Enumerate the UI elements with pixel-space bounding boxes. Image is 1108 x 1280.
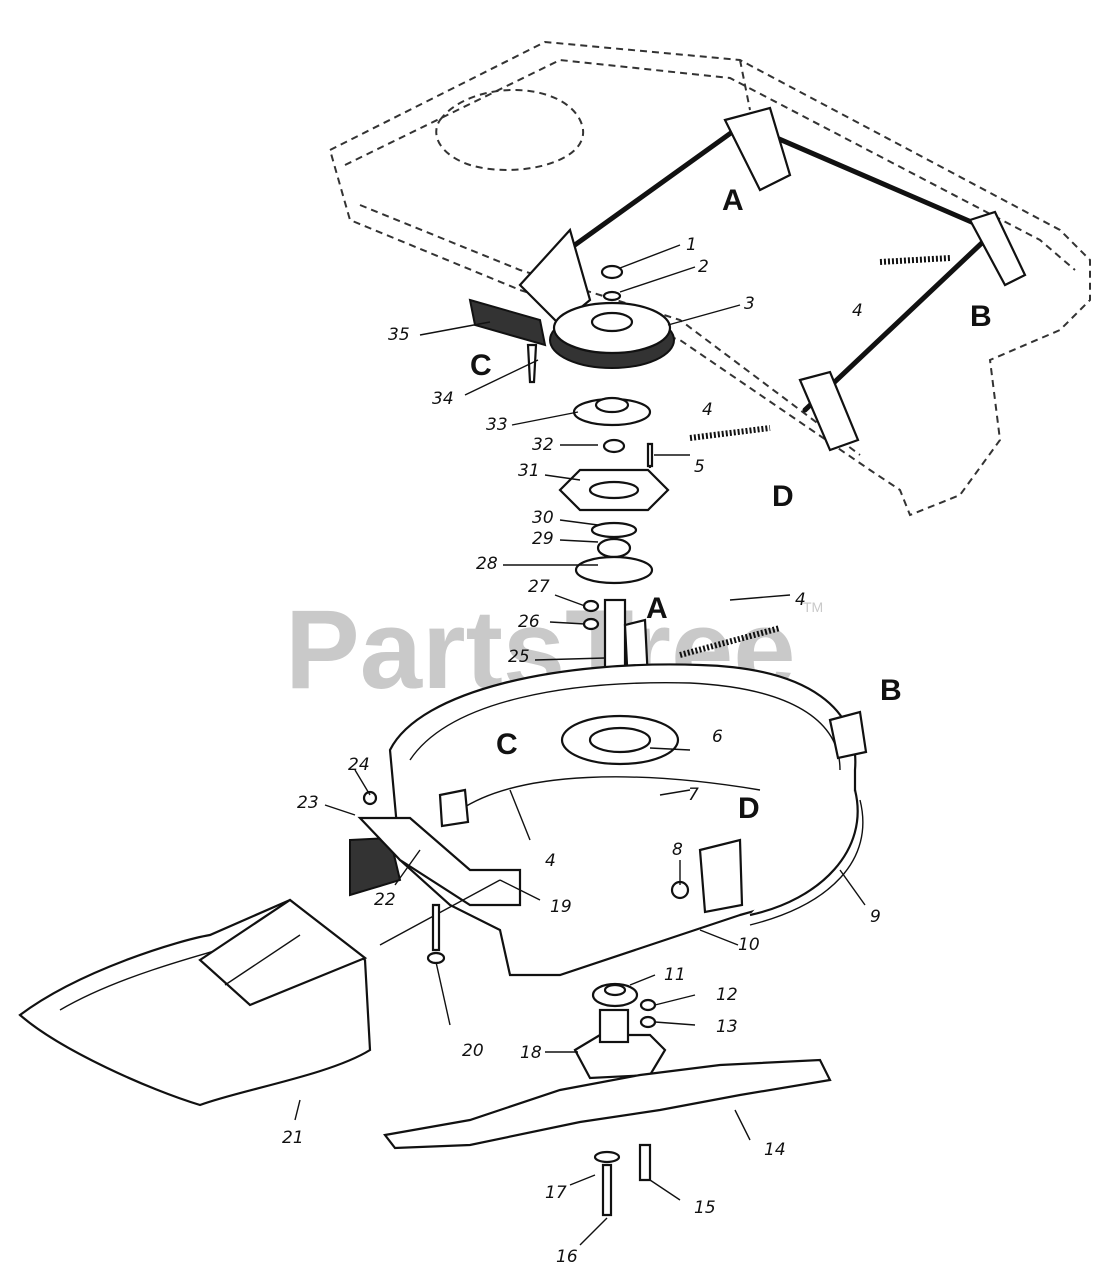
callout-4-spring-upper: 4	[702, 400, 713, 420]
ref-letter-d-upper: D	[772, 480, 794, 513]
callout-23: 23	[297, 793, 319, 813]
ref-letter-d-lower: D	[738, 792, 760, 825]
leader-lines	[294, 244, 866, 1246]
callout-15: 15	[694, 1198, 716, 1218]
callout-32: 32	[532, 435, 554, 455]
callout-7: 7	[688, 785, 699, 805]
blade-assembly	[383, 982, 832, 1217]
callout-30: 30	[532, 508, 554, 528]
callout-25: 25	[508, 647, 530, 667]
callout-4-frame: 4	[852, 301, 863, 321]
callout-10: 10	[738, 935, 760, 955]
callout-22: 22	[374, 890, 396, 910]
bolts	[426, 442, 654, 965]
callout-3: 3	[744, 294, 755, 314]
mower-deck	[349, 663, 868, 977]
callout-27: 27	[528, 577, 550, 597]
ref-letter-a-lower: A	[646, 592, 668, 625]
callout-16: 16	[556, 1247, 578, 1267]
ref-letter-c-upper: C	[470, 349, 492, 382]
callout-1: 1	[686, 235, 697, 255]
ref-letter-b-lower: B	[880, 674, 902, 707]
discharge-chute	[18, 879, 501, 1107]
ref-letter-b-upper: B	[970, 300, 992, 333]
callout-9: 9	[870, 907, 881, 927]
callout-8: 8	[672, 840, 683, 860]
callout-35: 35	[388, 325, 410, 345]
callout-17: 17	[545, 1183, 567, 1203]
tractor-frame	[328, 40, 1091, 517]
callout-18: 18	[520, 1043, 542, 1063]
callout-34: 34	[432, 389, 454, 409]
callout-31: 31	[518, 461, 540, 481]
callout-12: 12	[716, 985, 738, 1005]
part-callouts: 1 2 3 4 4 4 4 5 6 7 8 9 10 11 12 13 14 1…	[282, 235, 881, 1267]
callout-4-spring-right: 4	[795, 590, 806, 610]
callout-24: 24	[348, 755, 370, 775]
callout-4-spring-deck: 4	[545, 851, 556, 871]
callout-13: 13	[716, 1017, 738, 1037]
callout-26: 26	[518, 612, 540, 632]
ref-letter-c-lower: C	[496, 728, 518, 761]
callout-2: 2	[698, 257, 709, 277]
callout-14: 14	[764, 1140, 786, 1160]
callout-19: 19	[550, 897, 572, 917]
callout-28: 28	[476, 554, 498, 574]
reference-letters: A B C D A B C D	[470, 184, 992, 825]
callout-20: 20	[462, 1041, 484, 1061]
callout-5: 5	[694, 457, 705, 477]
ref-letter-a-upper: A	[722, 184, 744, 217]
callout-33: 33	[486, 415, 508, 435]
callout-29: 29	[532, 529, 554, 549]
watermark-trademark: TM	[803, 599, 823, 615]
callout-21: 21	[282, 1128, 304, 1148]
callout-6: 6	[712, 727, 723, 747]
callout-11: 11	[664, 965, 686, 985]
